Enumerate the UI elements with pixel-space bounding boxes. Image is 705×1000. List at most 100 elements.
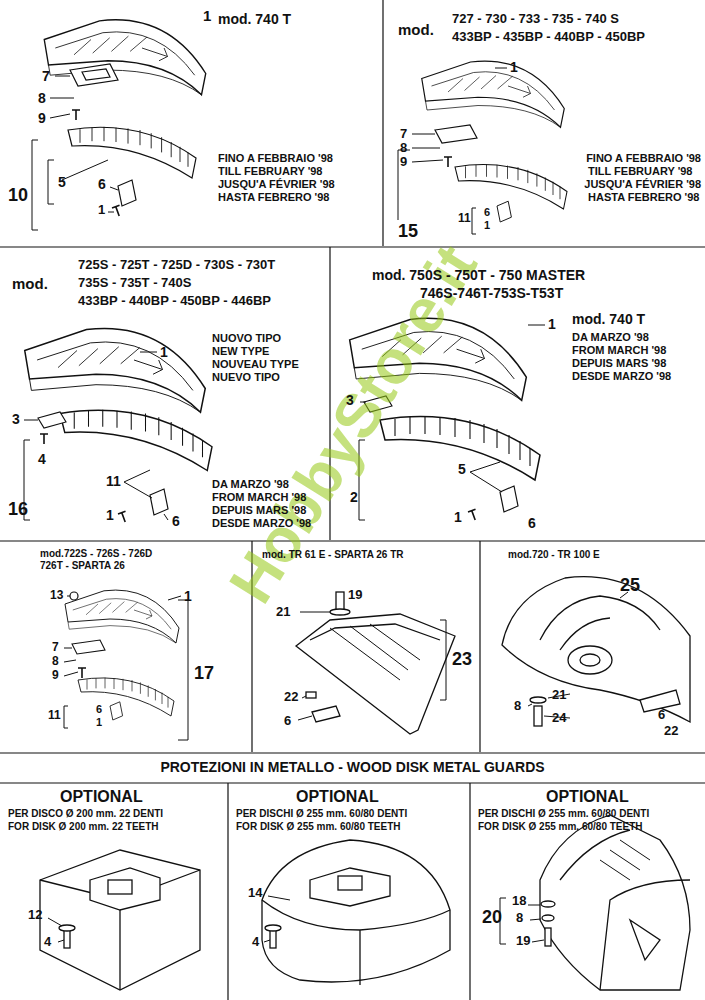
callout-number: 1 xyxy=(184,589,192,604)
callout-number: 23 xyxy=(452,650,472,670)
model-label: 746S-746T-753S-T53T xyxy=(420,286,563,301)
date-note: DESDE MARZO '98 xyxy=(212,517,311,529)
callout-number: 25 xyxy=(620,576,640,596)
callout-number: 6 xyxy=(172,514,180,529)
model-label: 726T - SPARTA 26 xyxy=(40,560,125,571)
callout-number: 21 xyxy=(276,605,290,619)
callout-number: 13 xyxy=(50,589,63,602)
callout-number: 11 xyxy=(458,212,471,225)
callout-number: 6 xyxy=(528,516,536,531)
option-note: OPTIONAL xyxy=(546,788,629,806)
callout-number: 11 xyxy=(106,474,121,489)
model-label: mod.720 - TR 100 E xyxy=(508,549,600,560)
callout-number: 7 xyxy=(400,127,407,141)
date-note: JUSQU'A FÉVRIER '98 xyxy=(218,178,335,190)
callout-number: 3 xyxy=(12,412,20,427)
date-note: JUSQU'A FÉVRIER '98 xyxy=(584,178,701,190)
callout-number: 9 xyxy=(52,669,59,682)
model-label: mod. 740 T xyxy=(218,12,291,27)
callout-number: 7 xyxy=(42,69,50,84)
date-note: NUEVO TIPO xyxy=(212,371,280,383)
callout-number: 5 xyxy=(58,175,66,190)
date-note: FROM MARCH '98 xyxy=(212,491,306,503)
callout-number: 3 xyxy=(346,393,354,408)
callout-number: 19 xyxy=(516,934,530,948)
model-label: mod. xyxy=(398,22,434,39)
callout-number: 8 xyxy=(52,655,59,668)
callout-number: 24 xyxy=(552,711,566,725)
callout-number: 1 xyxy=(484,219,490,231)
model-label: 727 - 730 - 733 - 735 - 740 S xyxy=(452,12,619,26)
option-note: PER DISCO Ø 200 mm. 22 DENTI xyxy=(8,808,163,819)
callout-number: 11 xyxy=(48,709,61,722)
option-note: PER DISCHI Ø 255 mm. 60/80 DENTI xyxy=(478,808,649,819)
date-note: NEW TYPE xyxy=(212,345,269,357)
date-note: TILL FEBRUARY '98 xyxy=(218,165,322,177)
date-note: TILL FEBRUARY '98 xyxy=(588,165,692,177)
callout-number: 9 xyxy=(400,155,407,169)
callout-number: 1 xyxy=(203,8,211,25)
callout-number: 20 xyxy=(482,908,502,928)
callout-number: 4 xyxy=(44,935,51,949)
callout-number: 14 xyxy=(248,886,262,900)
model-label: 433BP - 435BP - 440BP - 450BP xyxy=(452,30,645,44)
callout-number: 19 xyxy=(348,588,362,602)
date-note: NUOVO TIPO xyxy=(212,332,281,344)
date-note: FINO A FEBBRAIO '98 xyxy=(218,152,333,164)
option-note: OPTIONAL xyxy=(60,788,143,806)
model-label: mod. xyxy=(12,276,48,293)
option-note: OPTIONAL xyxy=(296,788,379,806)
date-note: FROM MARCH '98 xyxy=(572,344,666,356)
model-label: 735S - 735T - 740S xyxy=(78,276,191,290)
callout-number: 16 xyxy=(8,500,28,520)
callout-number: 10 xyxy=(8,186,28,206)
callout-number: 2 xyxy=(350,490,358,505)
callout-number: 1 xyxy=(548,317,556,332)
callout-number: 8 xyxy=(514,699,521,713)
callout-number: 15 xyxy=(398,222,418,242)
model-label: mod. 750S - 750T - 750 MASTER xyxy=(372,268,585,283)
callout-number: 9 xyxy=(38,111,46,126)
model-label: mod. TR 61 E - SPARTA 26 TR xyxy=(262,549,404,560)
date-note: DA MARZO '98 xyxy=(572,331,649,343)
callout-number: 6 xyxy=(284,714,291,728)
model-label: 433BP - 440BP - 450BP - 446BP xyxy=(78,294,271,308)
callout-number: 6 xyxy=(658,708,665,722)
callout-number: 1 xyxy=(510,60,518,75)
callout-number: 12 xyxy=(28,908,42,922)
callout-number: 8 xyxy=(400,141,407,155)
callout-number: 8 xyxy=(516,911,523,925)
callout-number: 17 xyxy=(194,664,214,684)
model-label: mod.722S - 726S - 726D xyxy=(40,548,152,559)
callout-number: 6 xyxy=(98,177,106,192)
date-note: DA MARZO '98 xyxy=(212,478,289,490)
date-note: DEPUIS MARS '98 xyxy=(212,504,306,516)
callout-number: 21 xyxy=(552,688,566,702)
section-heading: PROTEZIONI IN METALLO - WOOD DISK METAL … xyxy=(160,760,544,775)
date-note: DESDE MARZO '98 xyxy=(572,370,671,382)
date-note: HASTA FEBRERO '98 xyxy=(588,191,699,203)
callout-number: 1 xyxy=(96,716,102,728)
callout-number: 18 xyxy=(512,894,526,908)
model-label: mod. 740 T xyxy=(572,312,645,327)
callout-number: 6 xyxy=(96,703,102,715)
date-note: HASTA FEBRERO '98 xyxy=(218,191,329,203)
callout-number: 1 xyxy=(106,508,114,523)
callout-number: 1 xyxy=(160,345,168,360)
callout-number: 1 xyxy=(454,510,462,525)
callout-number: 5 xyxy=(458,462,466,477)
callout-number: 4 xyxy=(38,452,46,467)
option-note: FOR DISK Ø 255 mm. 60/80 TEETH xyxy=(478,821,643,832)
date-note: FINO A FEBBRAIO '98 xyxy=(586,152,701,164)
callout-number: 6 xyxy=(484,206,490,218)
callout-number: 1 xyxy=(98,203,105,217)
callout-number: 7 xyxy=(52,641,59,654)
callout-number: 22 xyxy=(284,690,298,704)
option-note: FOR DISK Ø 200 mm. 22 TEETH xyxy=(8,821,159,832)
callout-number: 22 xyxy=(664,724,678,738)
date-note: NOUVEAU TYPE xyxy=(212,358,299,370)
callout-number: 8 xyxy=(38,91,46,106)
option-note: FOR DISK Ø 255 mm. 60/80 TEETH xyxy=(236,821,401,832)
model-label: 725S - 725T - 725D - 730S - 730T xyxy=(78,258,275,272)
callout-number: 4 xyxy=(252,935,259,949)
